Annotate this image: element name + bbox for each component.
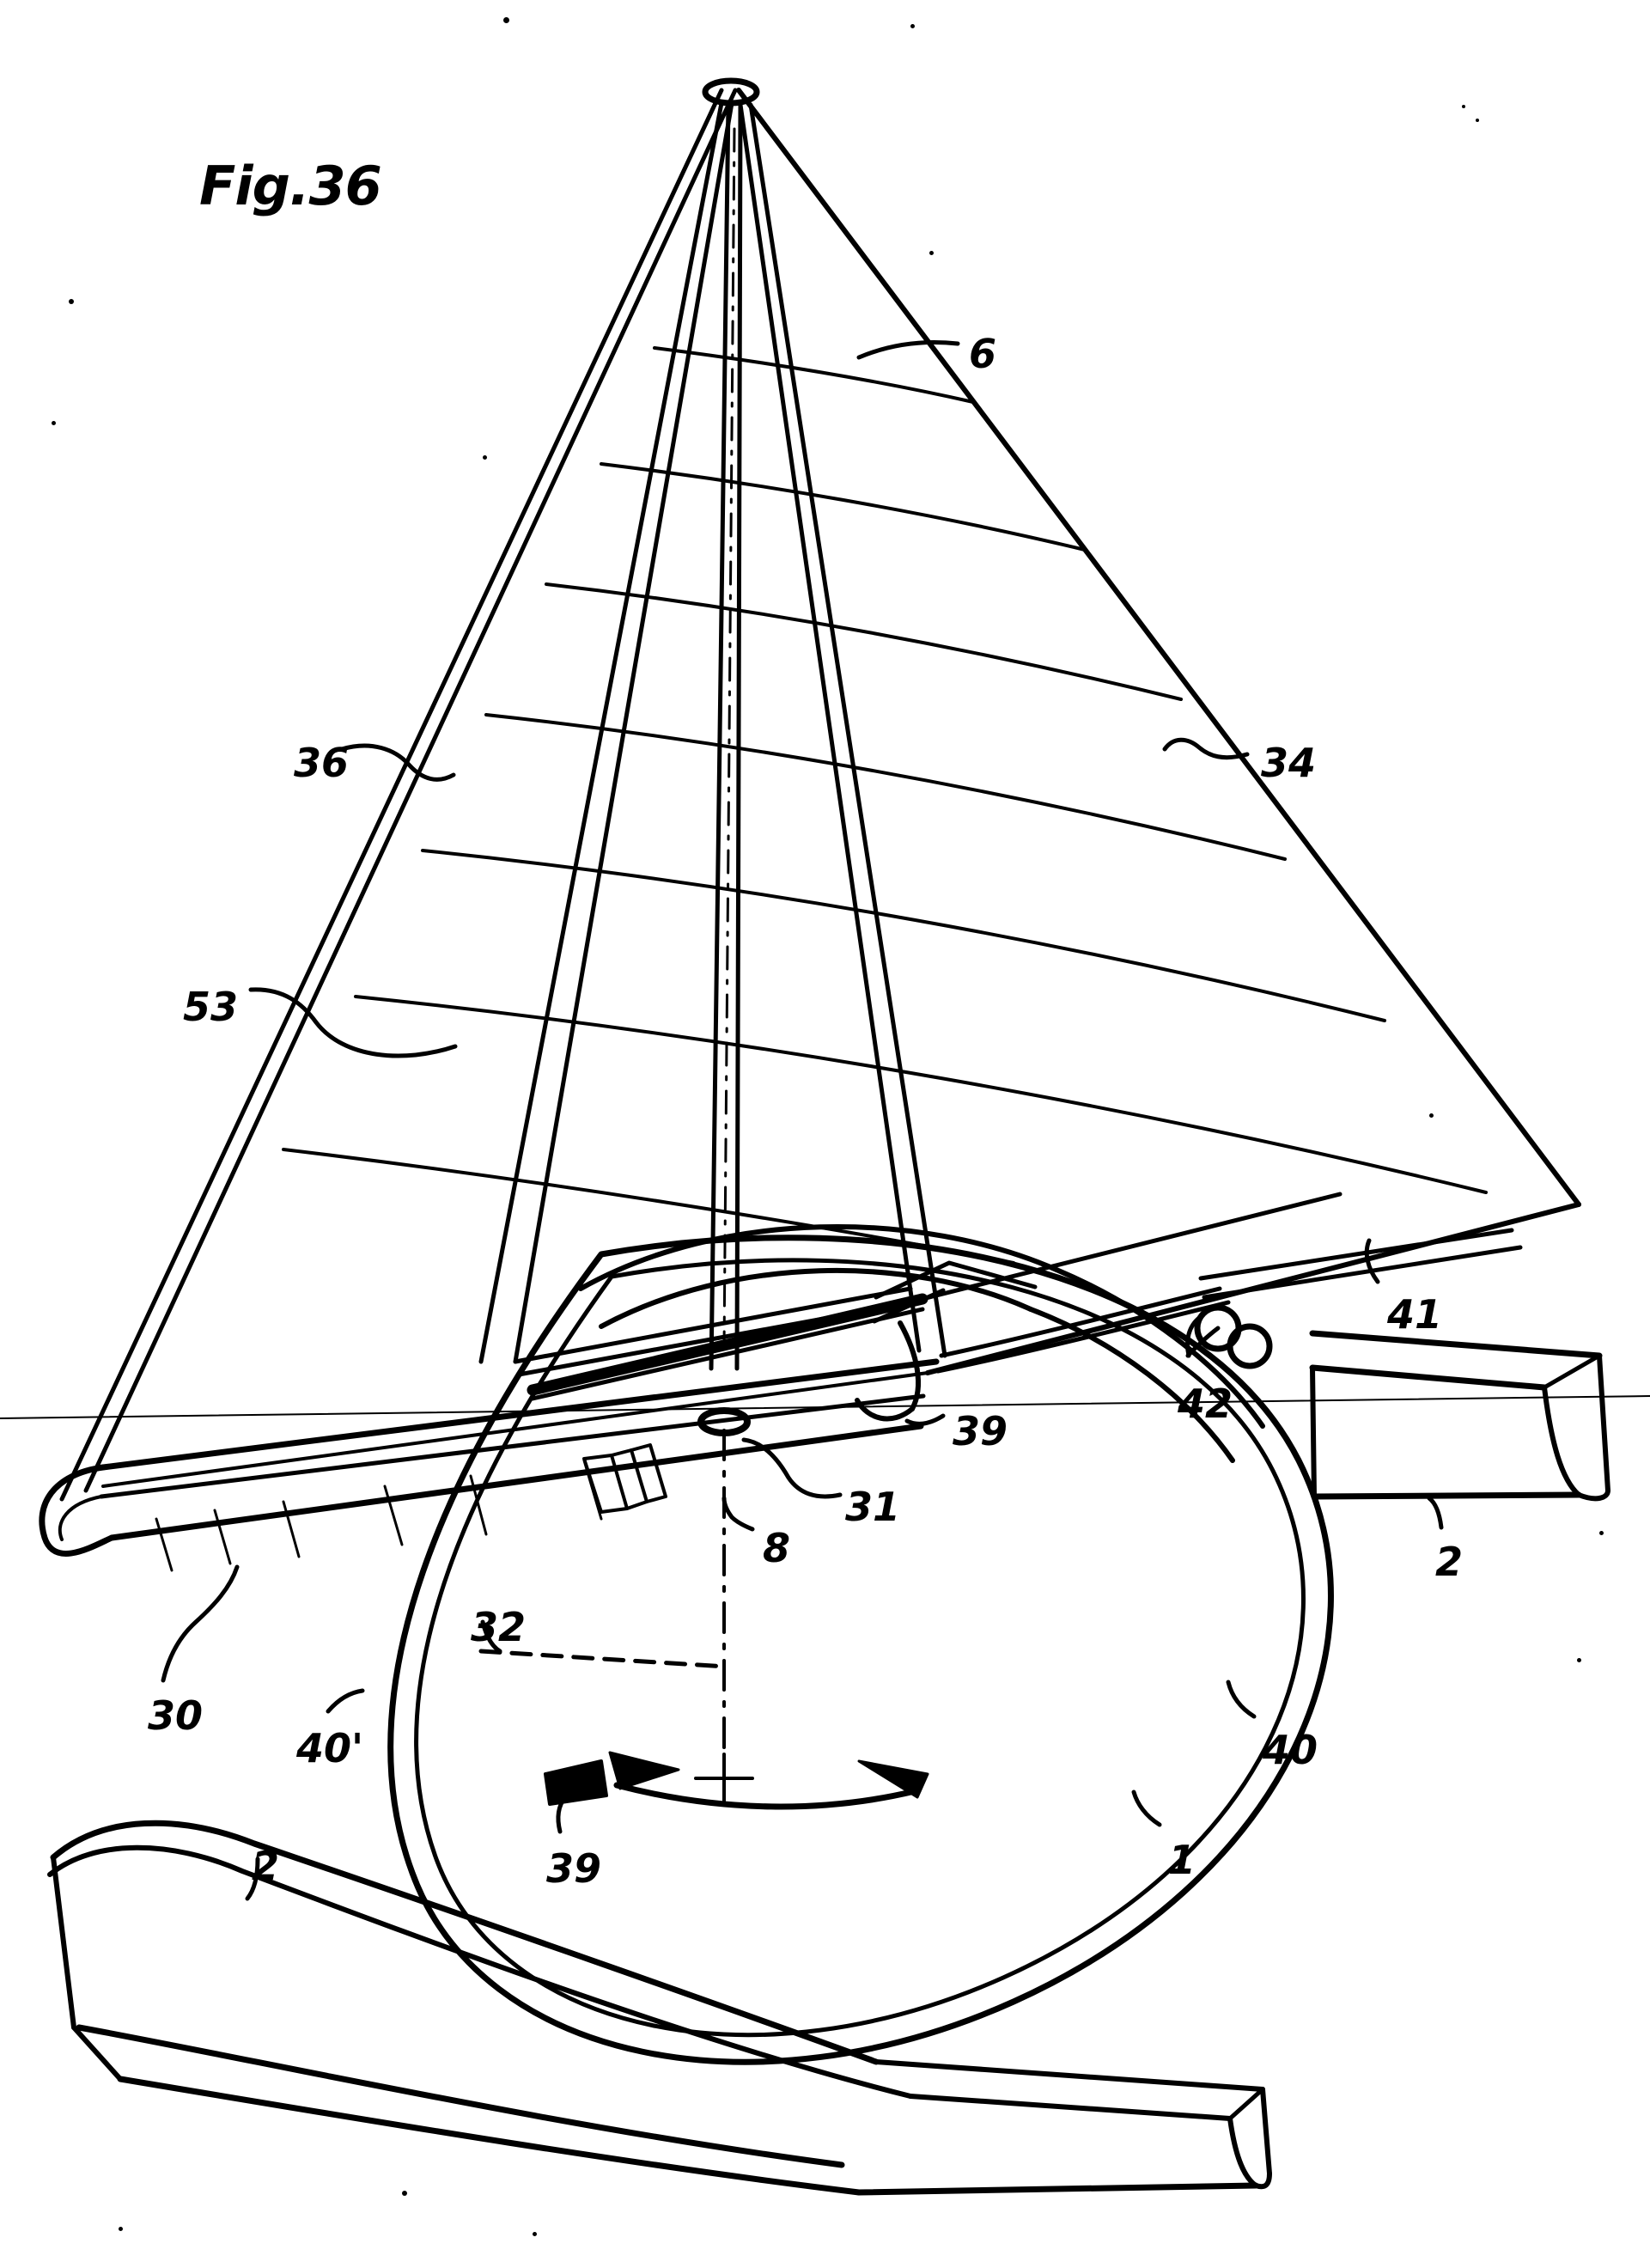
ref-numeral-2-left: 2 <box>252 1843 280 1889</box>
sail-foot <box>101 1202 1581 1488</box>
direction-arrow-double <box>608 1751 929 1810</box>
centre-axis-8 <box>694 1429 754 1804</box>
scan-speck <box>402 2191 407 2196</box>
sail-leech <box>736 88 1581 1207</box>
leader-lines <box>161 340 1444 1901</box>
boom-fitting-39-lower <box>544 1759 608 1806</box>
sail-luff <box>59 88 738 1502</box>
ref-numeral-39-lower: 39 <box>546 1845 602 1892</box>
deck-platform <box>582 1443 667 1514</box>
ref-numeral-36: 36 <box>294 740 350 786</box>
left-outrigger-hull <box>47 1820 1272 2196</box>
ref-numeral-30: 30 <box>148 1692 204 1739</box>
scan-speck <box>503 17 509 23</box>
stays <box>478 101 947 1364</box>
main-hull-spar <box>39 1358 940 1572</box>
sheaves-42 <box>1185 1304 1273 1369</box>
centre-rigging <box>513 1286 1231 1377</box>
scan-speck <box>52 421 56 425</box>
ref-numeral-6: 6 <box>969 331 997 377</box>
ref-numeral-34: 34 <box>1261 740 1317 786</box>
scan-speck <box>119 2227 123 2231</box>
hidden-edge-dashed <box>478 1649 728 1669</box>
scan-speck <box>910 24 915 28</box>
ref-numeral-39-upper: 39 <box>953 1408 1008 1454</box>
ref-numeral-53: 53 <box>183 984 239 1030</box>
mast <box>709 101 743 1371</box>
scan-speck <box>1577 1658 1581 1662</box>
scan-speck <box>1462 105 1465 108</box>
ref-numeral-31: 31 <box>845 1484 901 1530</box>
ref-numeral-2-right: 2 <box>1435 1539 1464 1585</box>
ring-upper-arcs <box>578 1224 1265 1463</box>
scan-speck <box>1599 1531 1604 1535</box>
ref-numeral-40-prime: 40' <box>296 1725 364 1771</box>
ref-numeral-1: 1 <box>1168 1837 1196 1883</box>
ref-numeral-32: 32 <box>471 1604 527 1650</box>
right-outrigger-hull <box>1198 1228 1610 1502</box>
scan-speck <box>1429 1113 1434 1118</box>
ref-numeral-42: 42 <box>1178 1381 1233 1427</box>
scan-speck <box>1476 119 1479 122</box>
ref-numeral-8: 8 <box>763 1525 791 1571</box>
ref-numeral-40: 40 <box>1263 1727 1318 1773</box>
scan-speck <box>533 2232 537 2236</box>
ref-numeral-41: 41 <box>1387 1291 1443 1338</box>
scan-speck <box>483 455 487 460</box>
figure-label: Fig.36 <box>199 155 382 217</box>
scan-speck <box>929 251 934 255</box>
scan-speck <box>69 299 74 304</box>
